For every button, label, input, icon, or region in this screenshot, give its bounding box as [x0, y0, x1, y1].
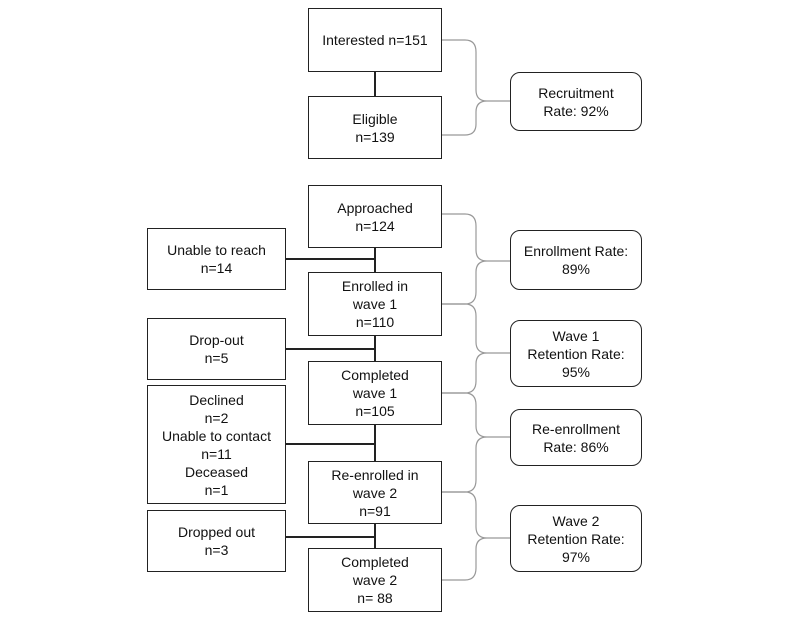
recruitment-rate-line-2: Rate: 92%: [543, 102, 609, 119]
reenrollment-rate-box: Re-enrollment Rate: 86%: [510, 409, 642, 466]
reenrolled-wave2-label-1: Re-enrolled in: [331, 466, 419, 483]
unable-to-reach-count: n=14: [200, 260, 233, 276]
wave1-retention-line-1: Wave 1: [552, 327, 600, 344]
reenrolled-wave2-count: n=91: [359, 502, 391, 519]
enrolled-wave1-count: n=110: [355, 314, 395, 330]
brace-wave1-retention: [442, 303, 510, 394]
interested-label: Interested n=151: [322, 32, 428, 48]
recruitment-rate-box: Recruitment Rate: 92%: [510, 72, 642, 131]
wave1-retention-line-2: Retention Rate:: [527, 345, 625, 362]
wave2-retention-line-3: 97%: [561, 548, 591, 565]
declined-count: n=2: [204, 409, 229, 426]
declined-label: Declined: [189, 391, 244, 408]
enrolled-wave1-label-2: wave 1: [352, 296, 398, 312]
brace-reenrollment: [442, 392, 510, 493]
eligible-box: Eligible n=139: [308, 96, 442, 159]
wave2-retention-rate-box: Wave 2 Retention Rate: 97%: [510, 505, 642, 572]
enrollment-rate-line-1: Enrollment Rate:: [523, 243, 629, 259]
completed-wave1-label-1: Completed: [341, 367, 409, 383]
completed-wave2-label-1: Completed: [341, 554, 409, 570]
reenrollment-rate-line-2: Rate: 86%: [543, 438, 609, 455]
drop-out-label: Drop-out: [189, 332, 244, 348]
brace-recruitment: [442, 39, 510, 136]
declined-box: Declined n=2 Unable to contact n=11 Dece…: [147, 385, 286, 504]
deceased-label: Deceased: [184, 463, 249, 480]
completed-wave2-count: n= 88: [357, 590, 393, 606]
enrolled-wave1-label-1: Enrolled in: [341, 278, 409, 294]
completed-wave2-label-2: wave 2: [352, 572, 398, 588]
recruitment-rate-line-1: Recruitment: [538, 84, 614, 101]
eligible-label: Eligible: [352, 110, 398, 127]
interested-box: Interested n=151: [308, 8, 442, 72]
approached-count: n=124: [355, 217, 395, 234]
wave1-retention-rate-box: Wave 1 Retention Rate: 95%: [510, 320, 642, 387]
approached-box: Approached n=124: [308, 185, 442, 248]
unable-to-reach-label: Unable to reach: [167, 242, 266, 258]
wave1-retention-line-3: 95%: [561, 363, 591, 380]
approached-label: Approached: [337, 199, 413, 216]
deceased-count: n=1: [204, 481, 229, 498]
drop-out-box: Drop-out n=5: [147, 318, 286, 380]
wave2-retention-line-1: Wave 2: [552, 512, 600, 529]
enrollment-rate-box: Enrollment Rate: 89%: [510, 230, 642, 290]
wave2-retention-line-2: Retention Rate:: [527, 530, 625, 547]
completed-wave1-count: n=105: [355, 403, 395, 419]
dropped-out-box: Dropped out n=3: [147, 510, 286, 572]
unable-to-contact-label: Unable to contact: [162, 427, 271, 444]
completed-wave1-label-2: wave 1: [352, 385, 398, 401]
brace-wave2-retention: [442, 491, 510, 581]
completed-wave1-box: Completed wave 1 n=105: [308, 361, 442, 425]
reenrolled-wave2-label-2: wave 2: [352, 484, 398, 501]
drop-out-count: n=5: [204, 350, 229, 366]
reenrolled-wave2-box: Re-enrolled in wave 2 n=91: [308, 461, 442, 524]
enrollment-rate-line-2: 89%: [561, 261, 591, 277]
completed-wave2-box: Completed wave 2 n= 88: [308, 548, 442, 612]
enrolled-wave1-box: Enrolled in wave 1 n=110: [308, 272, 442, 336]
dropped-out-count: n=3: [204, 542, 229, 558]
dropped-out-label: Dropped out: [177, 524, 256, 540]
brace-enrollment: [442, 213, 510, 305]
reenrollment-rate-line-1: Re-enrollment: [532, 420, 620, 437]
unable-to-reach-box: Unable to reach n=14: [147, 228, 286, 290]
eligible-count: n=139: [355, 128, 395, 145]
unable-to-contact-count: n=11: [201, 445, 232, 462]
